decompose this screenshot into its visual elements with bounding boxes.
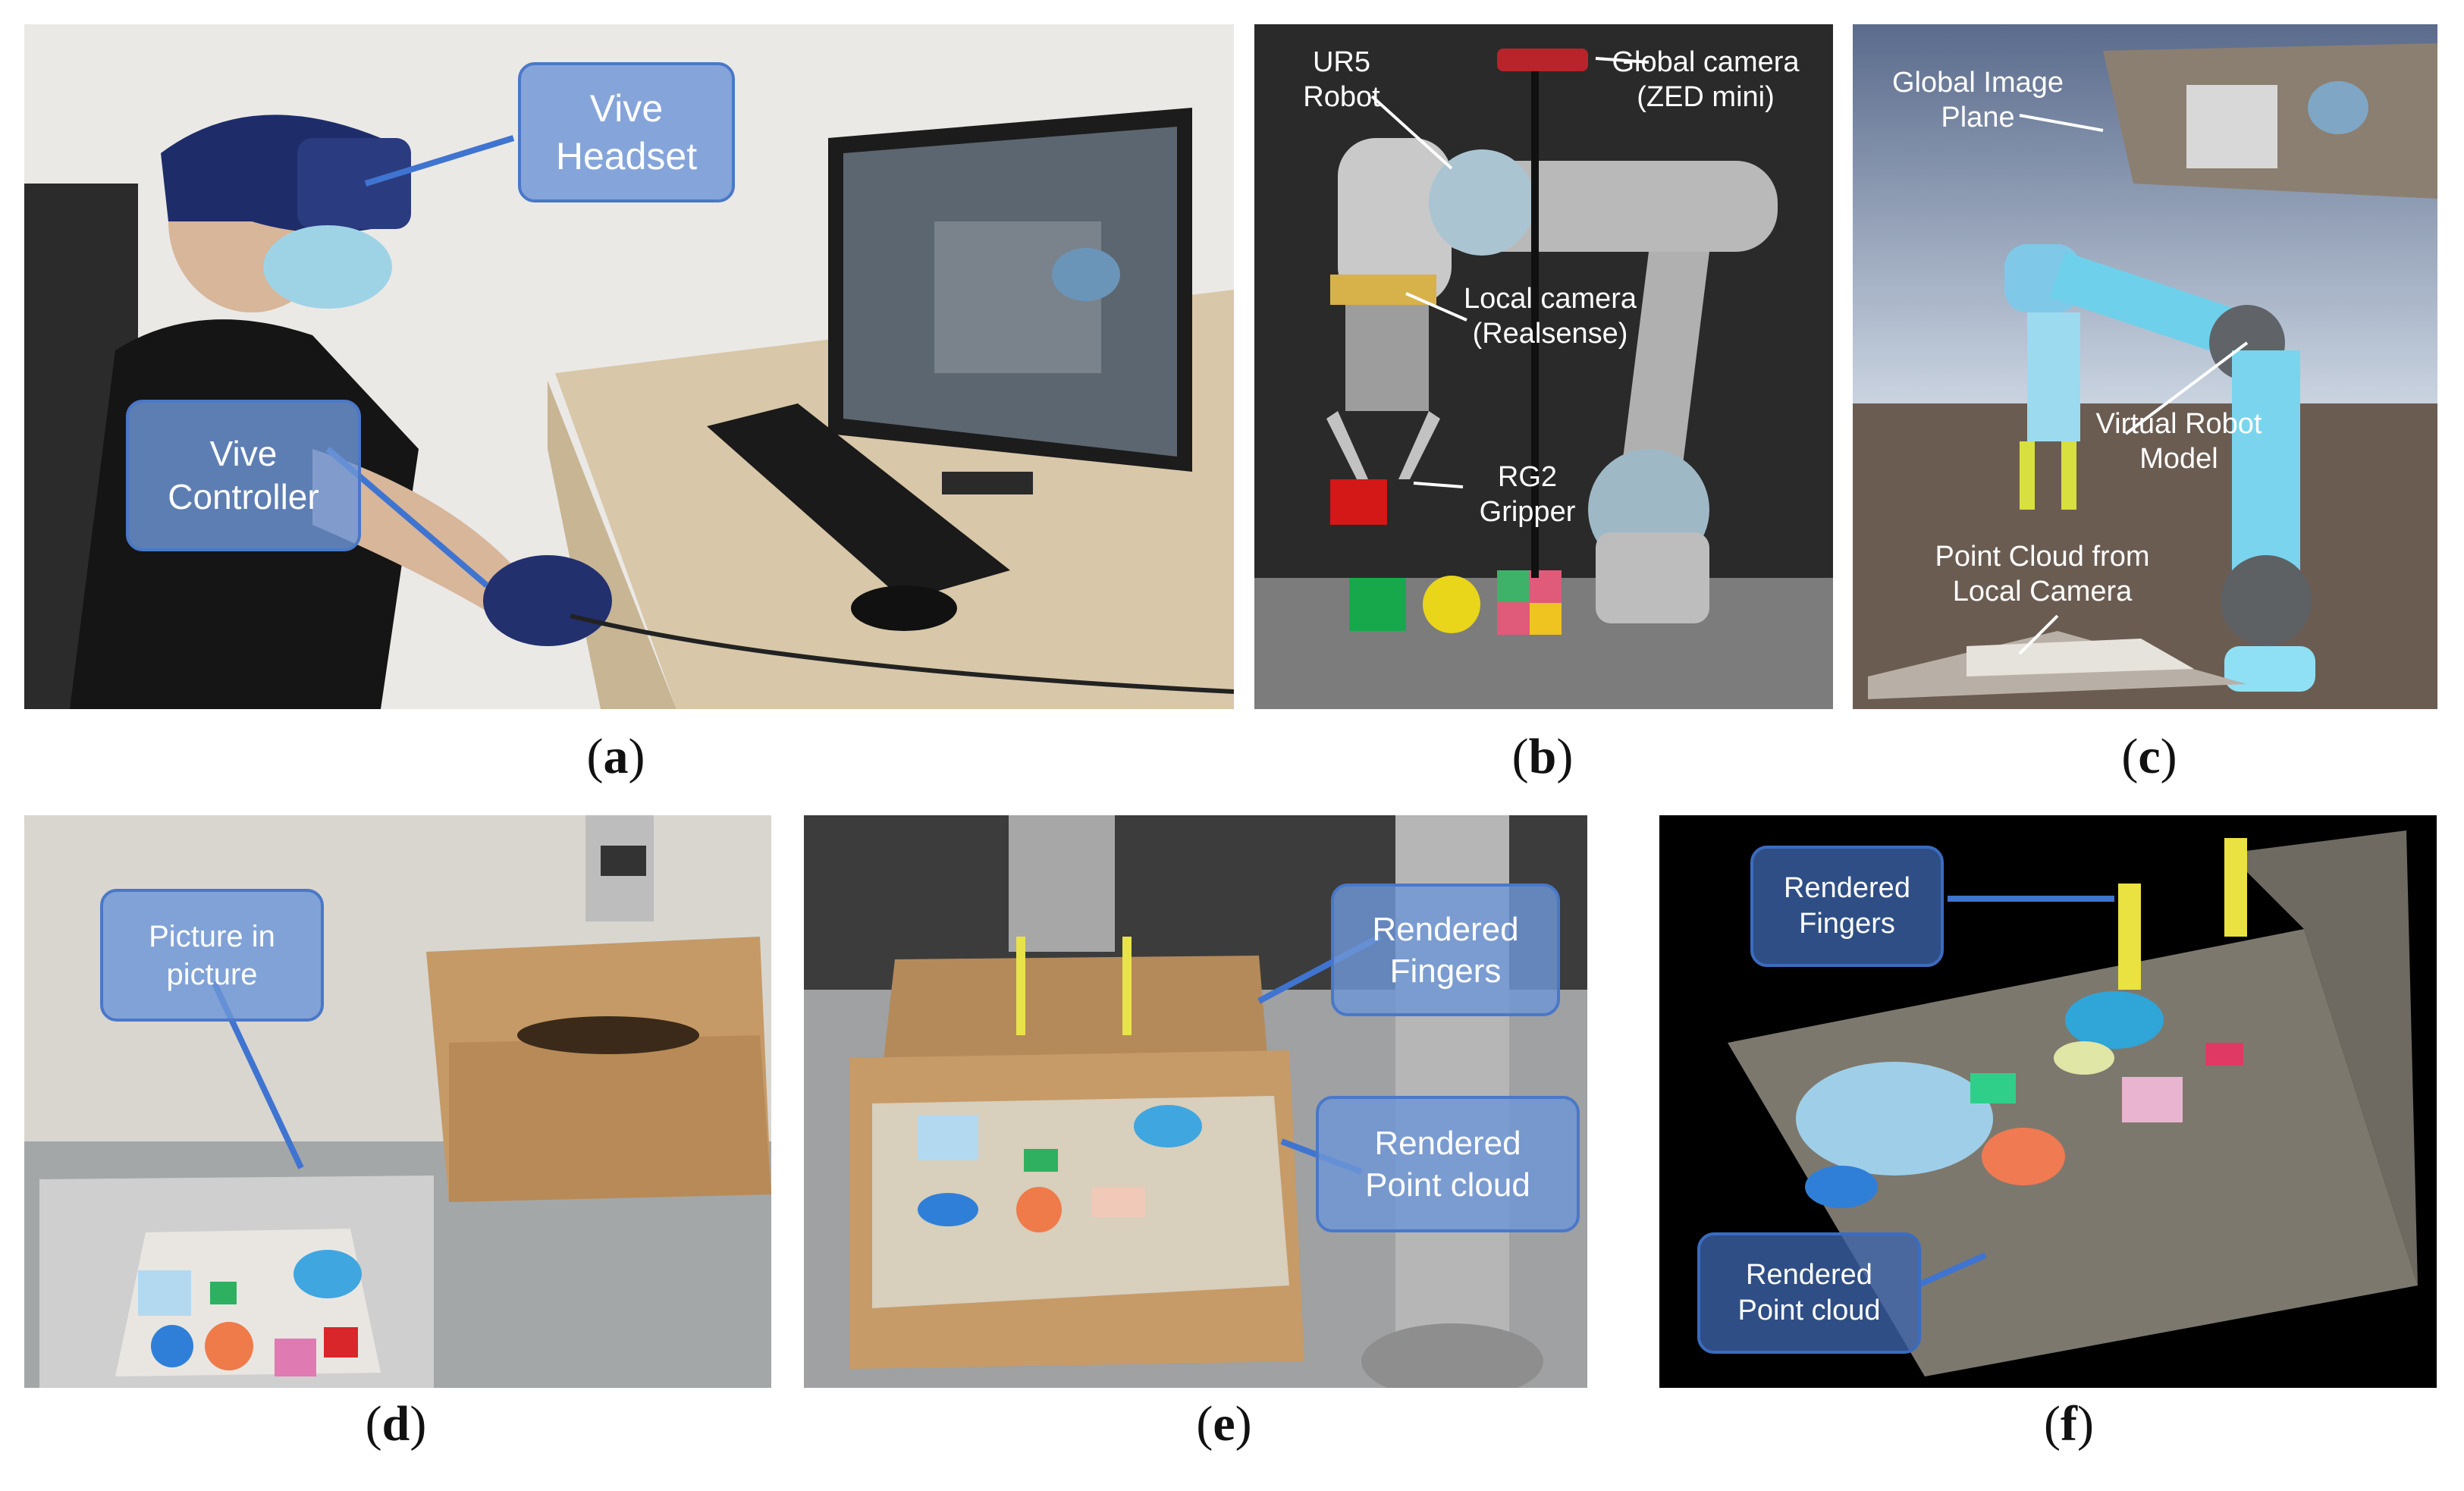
callout-picture-in-picture: Picture in picture	[100, 889, 324, 1022]
ur5-robot-scene	[1254, 24, 1833, 709]
picture-in-picture-scene	[24, 815, 771, 1388]
label-global-camera: Global camera (ZED mini)	[1612, 46, 1800, 113]
label-local-camera: Local camera (Realsense)	[1463, 283, 1637, 350]
panel-a-photo: Vive Headset Vive Controller	[24, 24, 1234, 709]
label-virtual-robot-model: Virtual Robot Model	[2095, 408, 2262, 475]
panel-d-photo: Picture in picture	[24, 815, 771, 1388]
caption-a: (a)	[586, 729, 645, 784]
label-ur5-robot: UR5 Robot	[1303, 46, 1380, 113]
panel-f-render: Rendered Fingers Rendered Point cloud	[1659, 815, 2437, 1388]
caption-b: (b)	[1511, 729, 1574, 784]
caption-f: (f)	[2044, 1396, 2094, 1452]
caption-c: (c)	[2121, 729, 2177, 784]
callout-vive-controller: Vive Controller	[126, 400, 361, 551]
panel-e-photo: Rendered Fingers Rendered Point cloud	[804, 815, 1587, 1388]
callout-rendered-point-cloud-e: Rendered Point cloud	[1316, 1096, 1580, 1232]
label-global-image-plane: Global Image Plane	[1891, 67, 2064, 133]
callout-vive-headset: Vive Headset	[518, 62, 735, 202]
callout-rendered-fingers-f: Rendered Fingers	[1750, 846, 1944, 967]
virtual-robot-scene	[1853, 24, 2437, 709]
callout-rendered-fingers-e: Rendered Fingers	[1331, 884, 1560, 1016]
callout-rendered-point-cloud-f: Rendered Point cloud	[1697, 1232, 1921, 1354]
label-point-cloud-local: Point Cloud from Local Camera	[1935, 541, 2150, 607]
panel-b-photo: UR5 Robot Global camera (ZED mini) Local…	[1254, 24, 1833, 709]
label-rg2-gripper: RG2 Gripper	[1479, 461, 1576, 528]
caption-d: (d)	[365, 1396, 427, 1452]
caption-e: (e)	[1196, 1396, 1252, 1452]
panel-c-render: Global Image Plane Virtual Robot Model P…	[1853, 24, 2437, 709]
